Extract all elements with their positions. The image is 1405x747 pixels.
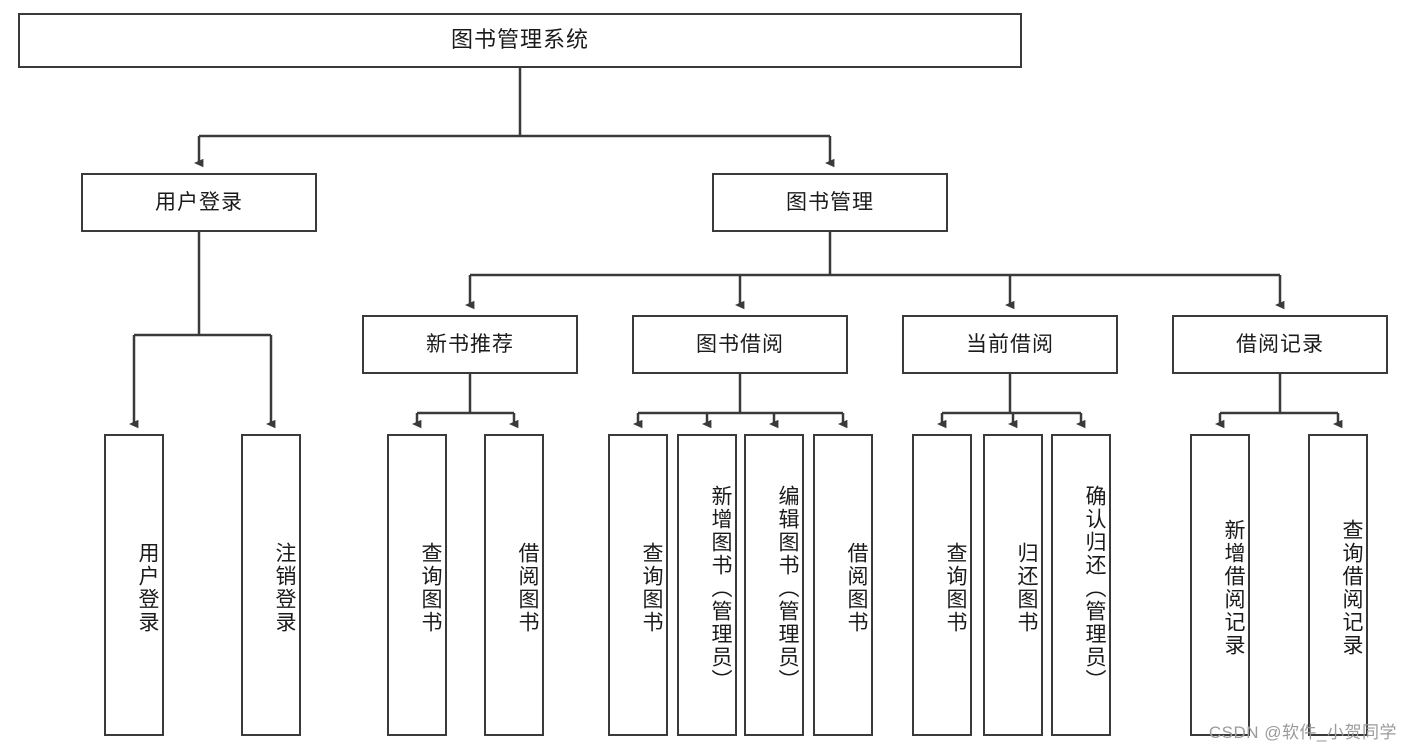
node-current-borrow[interactable]: 当前借阅 <box>902 315 1118 374</box>
node-root-label: 图书管理系统 <box>450 27 589 53</box>
node-leaf-confirm-return-label: 确认归还（管理员） <box>1083 484 1106 692</box>
connector-group <box>129 68 1343 429</box>
node-book-manage-label: 图书管理 <box>786 190 874 214</box>
node-current-borrow-label: 当前借阅 <box>966 332 1054 356</box>
node-leaf-query-record-label: 查询借阅记录 <box>1340 519 1363 657</box>
node-borrow-record[interactable]: 借阅记录 <box>1172 315 1388 374</box>
node-leaf-return-book[interactable]: 归还图书 <box>983 434 1043 736</box>
node-user-login-label: 用户登录 <box>155 190 243 214</box>
node-user-login[interactable]: 用户登录 <box>81 173 317 232</box>
node-book-manage[interactable]: 图书管理 <box>712 173 948 232</box>
node-leaf-user-login[interactable]: 用户登录 <box>104 434 164 736</box>
node-leaf-confirm-return[interactable]: 确认归还（管理员） <box>1051 434 1111 736</box>
node-book-borrow[interactable]: 图书借阅 <box>632 315 848 374</box>
node-leaf-query-book-3-label: 查询图书 <box>944 542 967 634</box>
node-leaf-query-record[interactable]: 查询借阅记录 <box>1308 434 1368 736</box>
node-new-book-rec[interactable]: 新书推荐 <box>362 315 578 374</box>
node-borrow-record-label: 借阅记录 <box>1236 332 1324 356</box>
node-root[interactable]: 图书管理系统 <box>18 13 1022 68</box>
node-leaf-query-book-1-label: 查询图书 <box>419 542 442 634</box>
node-leaf-user-login-label: 用户登录 <box>136 542 159 634</box>
node-leaf-borrow-book-1[interactable]: 借阅图书 <box>484 434 544 736</box>
node-leaf-borrow-book-1-label: 借阅图书 <box>516 542 539 634</box>
watermark: CSDN @软件_小贺同学 <box>1208 723 1397 742</box>
node-leaf-edit-book-label: 编辑图书（管理员） <box>776 484 799 692</box>
node-leaf-add-book-label: 新增图书（管理员） <box>709 484 732 692</box>
node-leaf-add-record-label: 新增借阅记录 <box>1222 519 1245 657</box>
node-leaf-borrow-book-2[interactable]: 借阅图书 <box>813 434 873 736</box>
node-new-book-rec-label: 新书推荐 <box>426 332 514 356</box>
node-leaf-query-book-2[interactable]: 查询图书 <box>608 434 668 736</box>
node-leaf-logout[interactable]: 注销登录 <box>241 434 301 736</box>
node-leaf-borrow-book-2-label: 借阅图书 <box>845 542 868 634</box>
node-leaf-return-book-label: 归还图书 <box>1015 542 1038 634</box>
node-leaf-add-book[interactable]: 新增图书（管理员） <box>677 434 737 736</box>
node-leaf-query-book-1[interactable]: 查询图书 <box>387 434 447 736</box>
node-book-borrow-label: 图书借阅 <box>696 332 784 356</box>
node-leaf-query-book-3[interactable]: 查询图书 <box>912 434 972 736</box>
node-leaf-edit-book[interactable]: 编辑图书（管理员） <box>744 434 804 736</box>
node-leaf-query-book-2-label: 查询图书 <box>640 542 663 634</box>
node-leaf-add-record[interactable]: 新增借阅记录 <box>1190 434 1250 736</box>
node-leaf-logout-label: 注销登录 <box>273 542 296 634</box>
